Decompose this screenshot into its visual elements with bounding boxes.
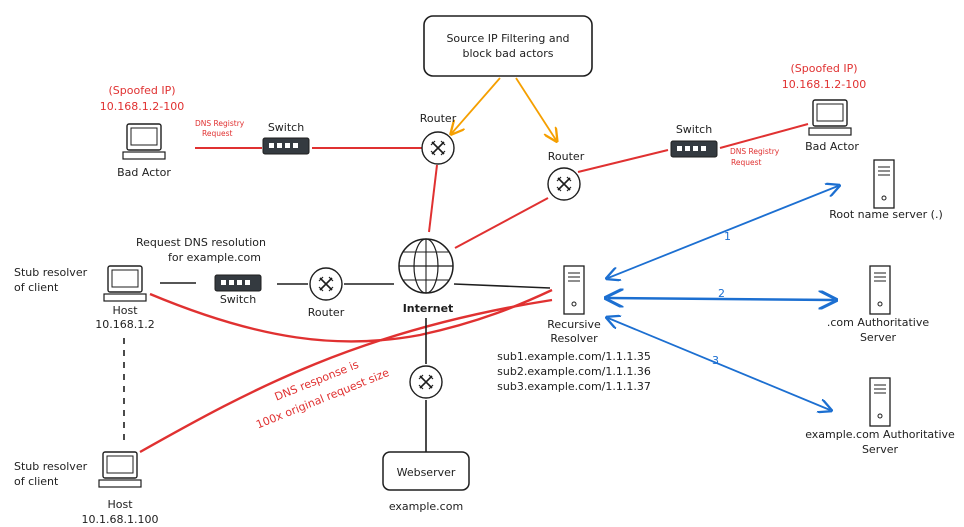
dns-response-to-host1 (149, 288, 553, 343)
client-request-line1: Request DNS resolution (136, 236, 266, 249)
webserver-box[interactable] (382, 451, 470, 491)
router-client-label: Router (308, 306, 345, 319)
recursive-record-3: sub3.example.com/1.1.1.37 (497, 380, 651, 393)
bad-actor-left-computer-icon[interactable] (122, 123, 166, 160)
recursive-record-1: sub1.example.com/1.1.1.35 (497, 350, 651, 363)
link-router-right-internet (454, 197, 549, 249)
internet-globe-icon[interactable] (398, 238, 454, 294)
filter-arrow-right (515, 77, 556, 140)
recursive-record-2: sub2.example.com/1.1.1.36 (497, 365, 651, 378)
root-server-label: Root name server (.) (829, 208, 943, 221)
host1-computer-icon[interactable] (103, 265, 147, 302)
webserver-label: Webserver (397, 466, 456, 479)
com-server-line2: Server (860, 331, 897, 344)
bad-actor-right-label: Bad Actor (805, 140, 859, 153)
switch-left-bad-icon[interactable] (262, 137, 310, 155)
switch-client-label: Switch (220, 293, 256, 306)
com-server-line1: .com Authoritative (827, 316, 930, 329)
webserver-domain: example.com (389, 500, 463, 513)
filter-box[interactable] (423, 15, 593, 77)
step-2-label: 2 (718, 287, 725, 300)
bad-actor-right-computer-icon[interactable] (808, 99, 852, 136)
switch-client-icon[interactable] (214, 274, 262, 292)
query-arrow-root[interactable] (608, 186, 838, 278)
host1-ip: 10.168.1.2 (95, 318, 154, 331)
query-arrow-com[interactable] (608, 298, 834, 300)
step-3-label: 3 (712, 354, 719, 367)
dns-response-to-host2 (139, 298, 553, 454)
example-server-icon[interactable] (869, 377, 891, 427)
step-1-label: 1 (724, 230, 731, 243)
bad-actor-right-ip: 10.168.1.2-100 (782, 78, 866, 91)
bad-actor-right-tag: (Spoofed IP) (790, 62, 857, 75)
bad-actor-left-request-line1: DNS Registry (195, 119, 245, 128)
bad-actor-left-tag: (Spoofed IP) (108, 84, 175, 97)
bad-actor-left-label: Bad Actor (117, 166, 171, 179)
host2-stub-line1: Stub resolver (14, 460, 88, 473)
link-router-right-switch (577, 149, 669, 173)
internet-label: Internet (403, 302, 454, 315)
root-server-icon[interactable] (873, 159, 895, 209)
query-arrow-example[interactable] (608, 318, 830, 410)
switch-left-bad-label: Switch (268, 121, 304, 134)
router-bottom-icon[interactable] (409, 365, 443, 399)
example-server-line2: Server (862, 443, 899, 456)
host2-computer-icon[interactable] (98, 451, 142, 488)
bad-actor-left-request-line2: Request (202, 129, 233, 138)
recursive-resolver-server-icon[interactable] (563, 265, 585, 315)
router-top-right-icon[interactable] (547, 167, 581, 201)
link-router-left-internet (428, 164, 438, 233)
router-top-left-label: Router (420, 112, 457, 125)
router-client-icon[interactable] (309, 267, 343, 301)
recursive-line2: Resolver (550, 332, 598, 345)
host1-stub-line2: of client (14, 281, 59, 294)
bad-actor-right-request-line1: DNS Registry (730, 147, 780, 156)
link-switch-badactor-right (719, 123, 809, 149)
switch-right-bad-icon[interactable] (670, 140, 718, 158)
link-internet-recursive (453, 283, 551, 289)
bad-actor-left-ip: 10.168.1.2-100 (100, 100, 184, 113)
switch-right-bad-label: Switch (676, 123, 712, 136)
host1-label: Host (112, 304, 138, 317)
host2-ip: 10.1.68.1.100 (82, 513, 159, 526)
client-request-line2: for example.com (168, 251, 261, 264)
host1-stub-line1: Stub resolver (14, 266, 88, 279)
host2-stub-line2: of client (14, 475, 59, 488)
filter-arrow-left (452, 77, 501, 133)
filter-box-line2: block bad actors (463, 47, 554, 60)
com-server-icon[interactable] (869, 265, 891, 315)
host2-label: Host (107, 498, 133, 511)
filter-box-line1: Source IP Filtering and (446, 32, 569, 45)
router-top-left-icon[interactable] (421, 131, 455, 165)
router-top-right-label: Router (548, 150, 585, 163)
example-server-line1: example.com Authoritative (805, 428, 955, 441)
bad-actor-right-request-line2: Request (731, 158, 762, 167)
recursive-line1: Recursive (547, 318, 601, 331)
